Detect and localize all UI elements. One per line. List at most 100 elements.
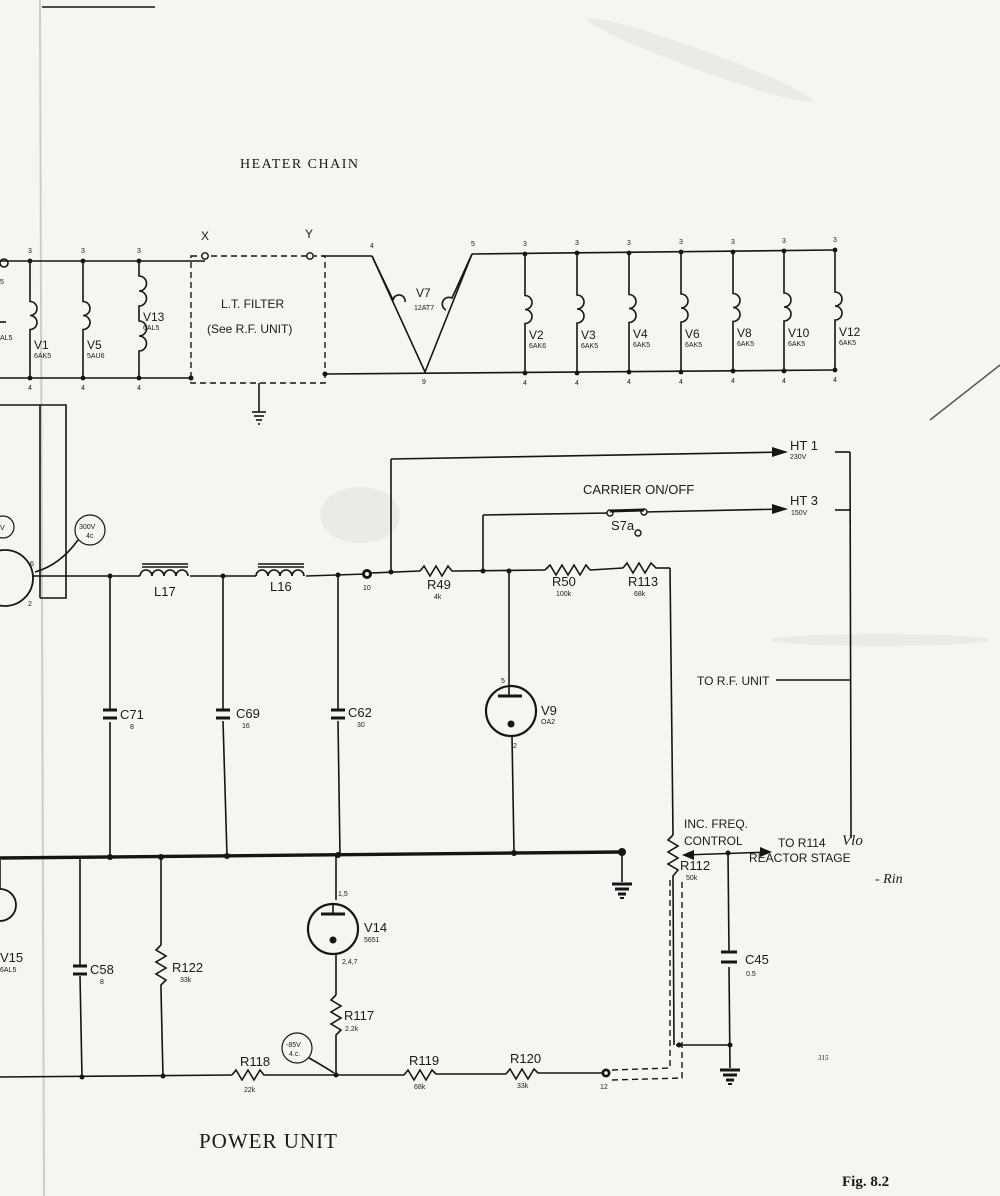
resistor-r118: R118 22k bbox=[231, 1054, 270, 1094]
terminal-10-label: 10 bbox=[363, 585, 371, 592]
pin-3-label: 3 bbox=[627, 240, 631, 247]
pin-3-label: 3 bbox=[523, 241, 527, 248]
tube-name: V12 bbox=[839, 325, 861, 339]
tube-type: 6AK5 bbox=[737, 341, 754, 348]
reactor-label: REACTOR STAGE bbox=[749, 851, 851, 865]
tube-type: 6AK5 bbox=[633, 342, 650, 349]
r50-value: 100k bbox=[556, 591, 572, 598]
svg-text:5: 5 bbox=[471, 241, 475, 248]
r117-value: 2.2k bbox=[345, 1026, 359, 1033]
c58-name: C58 bbox=[90, 962, 114, 977]
ht1-label: HT 1 bbox=[790, 438, 818, 453]
pin-3-label: 3 bbox=[575, 240, 579, 247]
carrier-label: CARRIER ON/OFF bbox=[583, 482, 694, 497]
left-frag-b: AL5 bbox=[0, 335, 13, 342]
v14-type: 5651 bbox=[364, 937, 380, 944]
ht1-volt: 230V bbox=[790, 454, 807, 461]
l17-label: L17 bbox=[154, 584, 176, 599]
capacitor-c62: C62 30 bbox=[331, 705, 372, 729]
pin-4-label: 4 bbox=[523, 380, 527, 387]
potentiometer-r112: R112 50k bbox=[666, 834, 710, 882]
r113-value: 68k bbox=[634, 591, 646, 598]
v9-type: OA2 bbox=[541, 719, 555, 726]
v7-heater: V7 12AT7 4 5 9 bbox=[370, 241, 475, 386]
v14-name: V14 bbox=[364, 920, 387, 935]
inductor-l16: L16 bbox=[255, 563, 305, 594]
r119-value: 68k bbox=[414, 1084, 426, 1091]
resistor-r50: R50 100k bbox=[544, 563, 591, 598]
r118-value: 22k bbox=[244, 1087, 256, 1094]
terminal-12-label: 12 bbox=[600, 1084, 608, 1091]
c45-ground-icon bbox=[720, 1068, 740, 1085]
v14-pin-top: 1,5 bbox=[338, 891, 348, 898]
tube-v14: V14 5651 1,5 2,4,7 bbox=[306, 891, 387, 966]
tube-name: V6 bbox=[685, 327, 700, 341]
tube-name: V10 bbox=[788, 326, 810, 340]
resistor-r120: R120 33k bbox=[505, 1051, 542, 1090]
pin-3-label: 3 bbox=[28, 248, 32, 255]
tube-type: 6AK5 bbox=[788, 341, 805, 348]
pin-4-label: 4 bbox=[731, 378, 735, 385]
v9-pin-bot: 2 bbox=[513, 743, 517, 750]
inductor-l17: L17 bbox=[139, 563, 189, 599]
ht3-volt: 150V bbox=[791, 510, 808, 517]
tube-name: V1 bbox=[34, 338, 49, 352]
tube-name: V13 bbox=[143, 310, 165, 324]
v7-name: V7 bbox=[416, 286, 431, 300]
svg-text:9: 9 bbox=[422, 379, 426, 386]
r113-name: R113 bbox=[628, 574, 658, 589]
pin-4-label: 4 bbox=[782, 378, 786, 385]
pin-4-label: 4 bbox=[81, 385, 85, 392]
resistor-r49: R49 4k bbox=[419, 564, 456, 601]
r50-name: R50 bbox=[552, 574, 576, 589]
pin-3-label: 3 bbox=[782, 238, 786, 245]
v15-name: V15 bbox=[0, 950, 23, 965]
pin-4-label: 4 bbox=[28, 385, 32, 392]
resistor-r113: R113 68k bbox=[622, 561, 660, 598]
tube-type: 5AU6 bbox=[87, 353, 105, 360]
lt-filter-box bbox=[190, 255, 326, 384]
pin-3-label: 3 bbox=[679, 239, 683, 246]
pin-4-label: 4 bbox=[679, 379, 683, 386]
r119-name: R119 bbox=[409, 1053, 439, 1068]
supply-wiring: V bbox=[0, 404, 852, 1085]
filter-x-label: X bbox=[201, 229, 209, 243]
pin-3-label: 3 bbox=[81, 248, 85, 255]
tube-type: 6AL5 bbox=[143, 325, 159, 332]
r122-name: R122 bbox=[172, 960, 203, 975]
l16-label: L16 bbox=[270, 579, 292, 594]
meas-300-sub: 4c bbox=[86, 533, 94, 540]
v14-pin-bot: 2,4,7 bbox=[342, 959, 358, 966]
c69-name: C69 bbox=[236, 706, 260, 721]
tube-v9: V9 OA2 5 2 bbox=[484, 678, 557, 750]
left-tube-pin-2: 2 bbox=[28, 601, 32, 608]
tube-name: V4 bbox=[633, 327, 648, 341]
c45-value: 0.5 bbox=[746, 971, 756, 978]
pin-3-label: 3 bbox=[137, 248, 141, 255]
tube-type: 6AK5 bbox=[581, 343, 598, 350]
capacitor-c71: C71 8 bbox=[103, 707, 144, 731]
switch-label: S7a bbox=[611, 518, 635, 533]
r120-name: R120 bbox=[510, 1051, 541, 1066]
figure-number: Fig. 8.2 bbox=[842, 1174, 889, 1190]
tube-name: V2 bbox=[529, 328, 544, 342]
to-rf-label: TO R.F. UNIT bbox=[697, 674, 770, 688]
ref-number: 315 bbox=[817, 1054, 829, 1062]
heater-tube-group: 34V16AK534V55AU634V136AL534V26AK634V36AK… bbox=[27, 237, 861, 392]
left-tube-pin-6: 6 bbox=[30, 561, 34, 568]
v15-type: 6AL5 bbox=[0, 967, 16, 974]
resistor-r117: R117 2.2k bbox=[329, 994, 374, 1040]
c69-value: 16 bbox=[242, 723, 250, 730]
pin-4-label: 4 bbox=[575, 380, 579, 387]
pin-4-label: 4 bbox=[627, 379, 631, 386]
capacitor-c69: C69 16 bbox=[216, 706, 260, 730]
left-v-frag: V bbox=[0, 525, 5, 532]
r49-value: 4k bbox=[434, 594, 442, 601]
r112-name: R112 bbox=[680, 858, 710, 873]
c71-value: 8 bbox=[130, 724, 134, 731]
